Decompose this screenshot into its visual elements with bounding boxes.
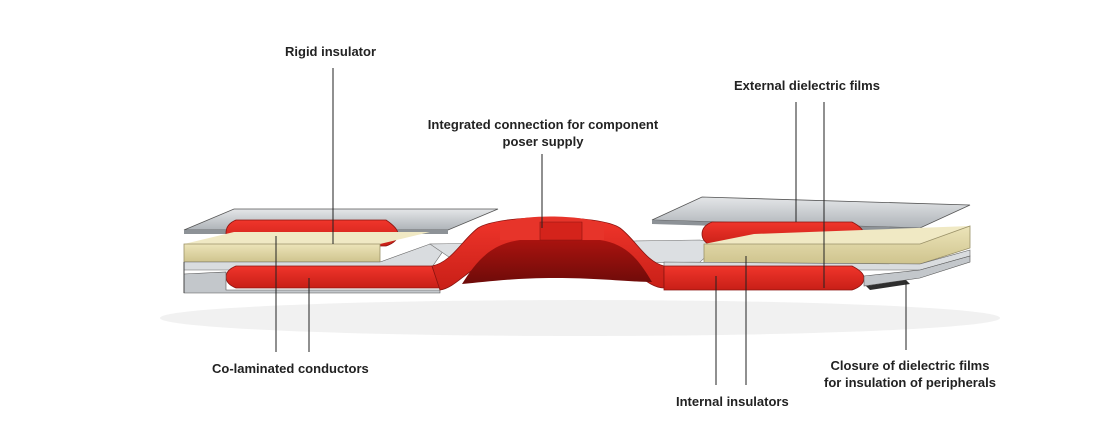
label-co-laminated-conductors: Co-laminated conductors xyxy=(212,361,369,376)
left-insulator-top xyxy=(184,232,430,244)
right-insulator-top xyxy=(704,226,970,244)
label-integrated-connection-line2: poser supply xyxy=(502,134,584,149)
right-stack xyxy=(651,196,971,291)
left-insulator xyxy=(183,243,381,263)
label-integrated-connection-line1: Integrated connection for component xyxy=(427,117,659,132)
right-bottom-conductor xyxy=(663,265,865,291)
right-film-closure xyxy=(866,280,910,290)
label-closure-dielectric-films: Closure of dielectric films for insulati… xyxy=(815,357,1005,391)
label-integrated-connection: Integrated connection for component pose… xyxy=(412,116,674,150)
label-closure-line1: Closure of dielectric films xyxy=(830,358,990,373)
right-bottom-film xyxy=(863,255,971,287)
label-closure-line2: for insulation of peripherals xyxy=(824,375,996,390)
left-bottom-conductor xyxy=(225,265,441,289)
label-internal-insulators: Internal insulators xyxy=(676,394,789,409)
bridge-connection-tab xyxy=(539,221,583,241)
label-external-dielectric-films: External dielectric films xyxy=(734,78,880,93)
center-bridge xyxy=(429,216,721,291)
label-rigid-insulator: Rigid insulator xyxy=(285,44,376,59)
ground-shadow xyxy=(160,300,1000,336)
left-stack xyxy=(183,208,499,294)
leader-lines xyxy=(275,68,907,385)
bridge-cavity xyxy=(462,240,652,284)
